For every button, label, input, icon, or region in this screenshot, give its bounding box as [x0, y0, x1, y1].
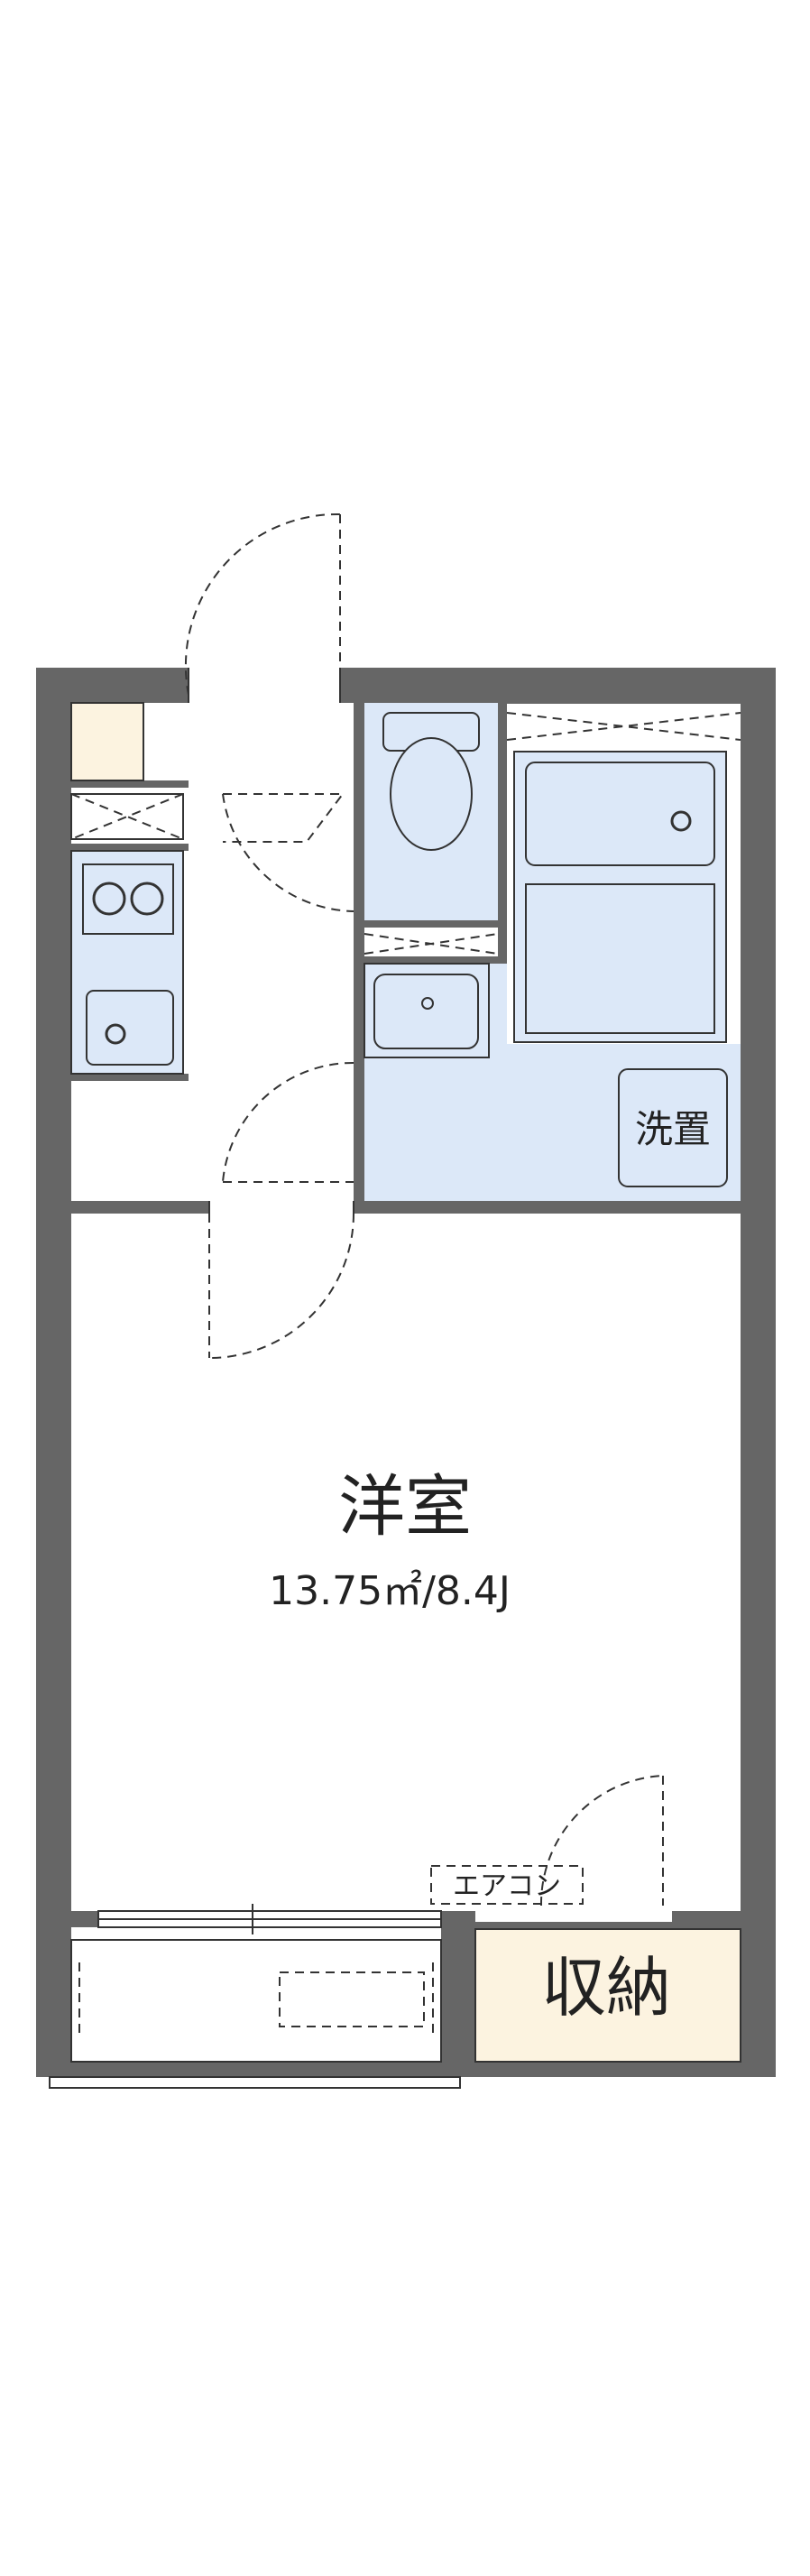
balcony-window	[97, 1904, 442, 1934]
shoe-cabinet	[70, 793, 184, 840]
front-door	[184, 512, 341, 703]
bathtub	[506, 712, 741, 1043]
closet-door	[539, 1775, 672, 1918]
storage-label: 収納	[541, 1950, 671, 2026]
toilet-door	[222, 793, 354, 912]
western-room-label: 洋室	[338, 1468, 472, 1546]
kitchen-counter	[70, 850, 184, 1075]
air-conditioner: エアコン	[430, 1865, 584, 1905]
washroom-door	[222, 1061, 354, 1183]
entrance-tile	[70, 702, 144, 781]
wash-basin	[364, 933, 499, 1058]
western-room: 洋室 13.75㎡/8.4J	[269, 1468, 511, 1614]
balcony	[49, 1939, 461, 2089]
storage-closet: 収納	[474, 1928, 741, 2063]
toilet	[382, 712, 480, 851]
washer-space: 洗置	[618, 1068, 728, 1187]
western-room-area: 13.75㎡/8.4J	[269, 1568, 511, 1614]
interior-walls	[71, 703, 741, 2062]
washer-label: 洗置	[635, 1107, 711, 1151]
room-door	[208, 1201, 354, 1359]
